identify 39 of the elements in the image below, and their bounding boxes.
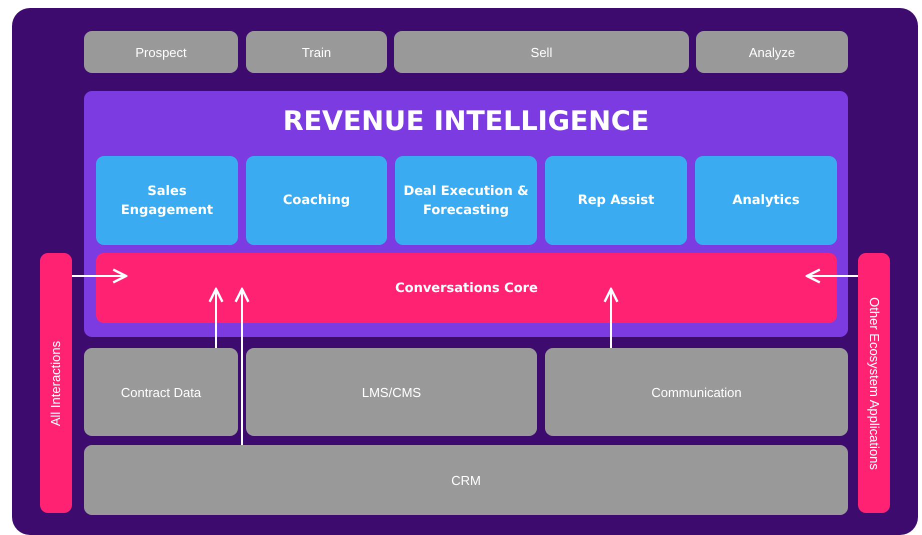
layer-box — [696, 31, 848, 73]
box-label: CRM — [451, 472, 481, 490]
box-label: Communication — [651, 384, 742, 402]
layer-box — [84, 348, 238, 436]
layer-box — [246, 348, 537, 436]
layer-box — [84, 445, 848, 515]
box-label: Rep Assist — [578, 192, 654, 210]
module-box — [545, 156, 687, 245]
arrow — [806, 268, 858, 284]
box-label: All Interactions — [48, 340, 64, 426]
box-label: Deal Execution & Forecasting — [403, 182, 529, 220]
module-box — [96, 156, 238, 245]
box-label: Analytics — [732, 192, 800, 210]
box-label: Train — [302, 44, 332, 62]
module-box — [246, 156, 387, 245]
layer-box — [545, 348, 848, 436]
box-label: Other Ecosystem Applications — [866, 296, 882, 470]
box-label: Coaching — [282, 192, 350, 210]
layer-box — [394, 31, 689, 73]
side-bar — [40, 253, 72, 513]
box-label: Conversations Core — [395, 280, 538, 298]
side-bar — [858, 253, 890, 513]
box-label: Sales Engagement — [120, 182, 214, 220]
arrow — [72, 268, 128, 284]
box-label: Analyze — [748, 44, 796, 62]
arrow — [234, 288, 250, 445]
layer-box — [84, 31, 238, 73]
panel-title: REVENUE INTELLIGENCE — [282, 105, 650, 139]
module-box — [695, 156, 837, 245]
module-box — [395, 156, 537, 245]
arrow — [208, 288, 224, 348]
box-label: LMS/CMS — [362, 384, 422, 402]
arrow — [603, 288, 619, 348]
box-label: Contract Data — [120, 384, 202, 402]
platform-panel — [84, 91, 848, 337]
core-bar — [96, 253, 837, 323]
layer-box — [246, 31, 387, 73]
box-label: Sell — [530, 44, 552, 62]
box-label: Prospect — [135, 44, 187, 62]
